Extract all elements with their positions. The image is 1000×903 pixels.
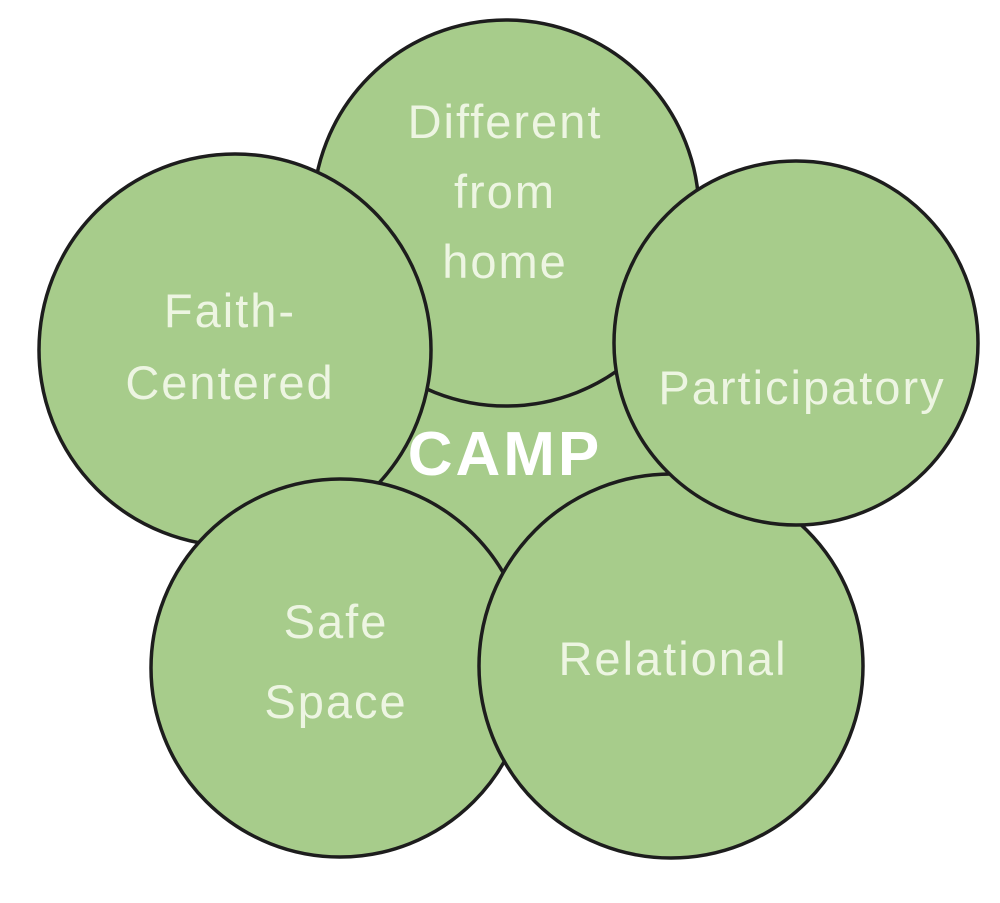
circle-safe-space [149, 477, 531, 859]
label-faith-centered-line-2: Centered [125, 356, 334, 409]
label-different-from-home-line-2: from [454, 165, 556, 218]
label-different-from-home-line-3: home [442, 235, 568, 288]
label-participatory-line-1: Participatory [658, 361, 945, 414]
label-faith-centered-line-1: Faith- [164, 284, 296, 337]
label-different-from-home-line-1: Different [408, 95, 603, 148]
label-safe-space-line-2: Space [264, 675, 407, 728]
center-title: CAMP [407, 420, 603, 489]
circle-participatory [612, 159, 980, 527]
label-relational-line-1: Relational [558, 632, 787, 685]
label-safe-space-line-1: Safe [284, 595, 389, 648]
